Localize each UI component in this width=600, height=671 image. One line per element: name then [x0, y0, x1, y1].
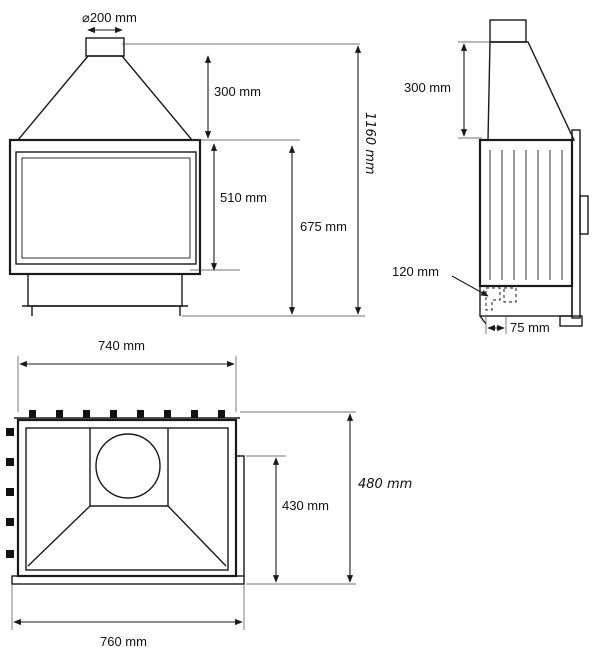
side-glass-step — [236, 455, 245, 576]
side-hood — [487, 41, 576, 141]
side-spacer-blocks — [6, 428, 14, 558]
flue-diameter-label: ⌀200 mm — [82, 10, 137, 25]
outer-depth-label: 480 mm — [358, 477, 412, 492]
glass-panel — [21, 157, 191, 259]
side-base — [479, 285, 573, 317]
side-fins — [489, 150, 563, 280]
hood — [16, 55, 194, 141]
side-view: 300 mm 120 mm 75 mm — [392, 19, 589, 335]
glass-height-label: 510 mm — [220, 190, 267, 205]
top-inner — [25, 427, 229, 571]
air-inlet-box — [503, 287, 517, 303]
base — [27, 273, 183, 307]
side-foot-right — [559, 315, 583, 327]
side-hood-label: 300 mm — [404, 80, 451, 95]
flue-opening — [95, 433, 161, 499]
side-door-plate — [571, 129, 581, 319]
front-view: ⌀200 mm 300 mm 510 mm 675 mm 1160 mm — [8, 10, 377, 317]
flue-collar — [85, 37, 125, 57]
inner-width-label: 740 mm — [98, 338, 145, 353]
outer-width-label: 760 mm — [100, 634, 147, 649]
air-inlet-label: 120 mm — [392, 264, 439, 279]
rear-spacer-blocks — [29, 410, 225, 418]
air-inlet-duct — [485, 287, 501, 311]
total-height-label: 1160 mm — [362, 112, 377, 175]
left-side-wall — [27, 505, 91, 567]
hood-height-label: 300 mm — [214, 84, 261, 99]
side-flue-collar — [489, 19, 527, 43]
right-side-wall — [167, 505, 227, 567]
side-depth-label: 75 mm — [510, 320, 550, 335]
floor-to-top-label: 675 mm — [300, 219, 347, 234]
side-foot-left — [479, 315, 487, 325]
rear-panel — [89, 428, 169, 507]
firebox-body — [8, 138, 202, 276]
air-inlet-leader — [451, 275, 489, 297]
glass-frame — [15, 151, 197, 265]
top-view: 740 mm — [6, 338, 412, 649]
inner-depth-label: 430 mm — [282, 498, 329, 513]
front-plate — [11, 575, 245, 585]
side-handle — [579, 195, 589, 235]
